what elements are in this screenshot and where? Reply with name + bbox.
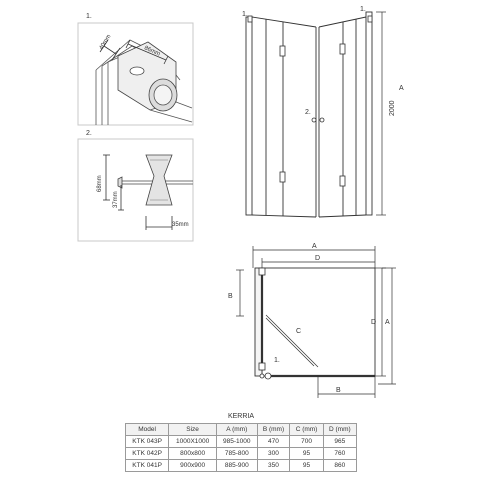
cell-d: 860 [322, 459, 358, 472]
cell-size: 900x900 [168, 459, 217, 472]
col-c: C (mm) [289, 423, 324, 436]
enclosure-plan: A D C 1. B [228, 243, 396, 398]
elevation-marker-1a: 1. [242, 11, 248, 18]
cell-d: 760 [322, 447, 358, 460]
cell-model: KTK 042P [124, 447, 170, 460]
col-size: Size [168, 423, 217, 436]
enclosure-elevation: 1. 1. [242, 6, 404, 218]
cell-c: 95 [289, 459, 324, 472]
detail-1-dim-40: 40mm [99, 34, 113, 51]
hinge-icons [247, 15, 373, 187]
elevation-height-label: 2000 [389, 100, 396, 116]
cell-model: KTK 043P [124, 435, 170, 448]
elevation-marker-2: 2. [305, 109, 311, 116]
table-row: KTK 042P 800x800 785-800 300 95 760 [124, 447, 358, 460]
cell-size: 1000X1000 [168, 435, 217, 448]
cell-c: 700 [289, 435, 324, 448]
col-model: Model [124, 423, 170, 436]
cell-a: 985-1000 [216, 435, 258, 448]
plan-c-label: C [296, 328, 301, 335]
plan-d-top-label: D [315, 255, 320, 262]
cell-size: 800x800 [168, 447, 217, 460]
col-b: B (mm) [256, 423, 291, 436]
handle-icons [311, 117, 325, 123]
plan-b-bottom-label: B [336, 387, 341, 394]
cell-a: 885-900 [216, 459, 258, 472]
detail-2-dim-37: 37mm [113, 191, 119, 208]
plan-d-right-label: D [371, 319, 376, 326]
detail-1-marker: 1. [86, 13, 92, 20]
cell-b: 470 [256, 435, 291, 448]
hinge-profile-drawing [95, 39, 193, 125]
detail-2: 2. 68mm 37mm 35mm [77, 130, 194, 242]
cell-b: 300 [256, 447, 291, 460]
col-a: A (mm) [216, 423, 258, 436]
col-d: D (mm) [322, 423, 358, 436]
plan-a-right-label: A [385, 319, 390, 326]
elevation-marker-1b: 1. [360, 6, 366, 13]
table-row: KTK 041P 900x900 885-900 350 95 860 [124, 459, 358, 472]
detail-2-marker: 2. [86, 130, 92, 137]
detail-1-frame [77, 22, 194, 126]
elevation-a-label: A [399, 85, 404, 92]
table-row: KTK 043P 1000X1000 985-1000 470 700 965 [124, 435, 358, 448]
plan-b-left-label: B [228, 293, 233, 300]
cell-d: 965 [322, 435, 358, 448]
detail-2-dim-68: 68mm [97, 175, 103, 192]
spec-table-header-row: Model Size A (mm) B (mm) C (mm) D (mm) [124, 423, 358, 436]
spec-table-title: KERRIA [227, 413, 255, 420]
cell-a: 785-800 [216, 447, 258, 460]
cell-c: 95 [289, 447, 324, 460]
handle-profile-drawing [103, 154, 193, 230]
spec-table-section: KERRIA Model Size A (mm) B (mm) C (mm) D… [124, 413, 358, 472]
plan-marker-1: 1. [274, 357, 280, 364]
detail-2-frame [77, 138, 194, 242]
spec-table: Model Size A (mm) B (mm) C (mm) D (mm) K… [124, 423, 358, 472]
detail-2-dim-35: 35mm [172, 222, 189, 228]
cell-b: 350 [256, 459, 291, 472]
detail-1: 1. 40mm 86mm [77, 13, 194, 126]
cell-model: KTK 041P [124, 459, 170, 472]
plan-a-top-label: A [312, 243, 317, 250]
